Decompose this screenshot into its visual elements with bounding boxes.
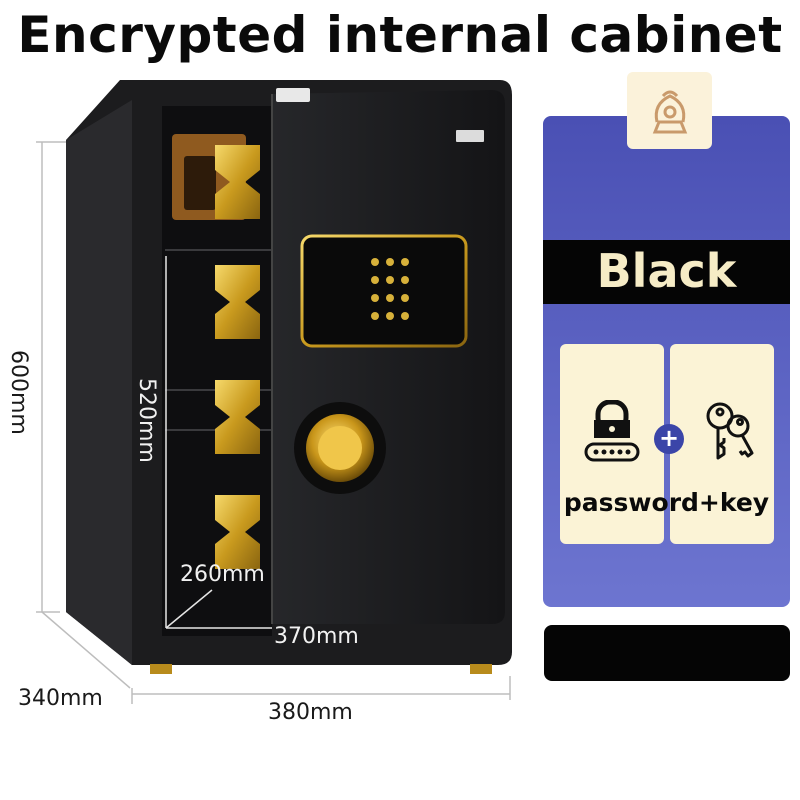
inner-height-label: 520mm <box>134 378 159 463</box>
outer-width-label: 380mm <box>268 700 353 725</box>
feature-label: password+key <box>563 488 770 517</box>
page-title: Encrypted internal cabinet <box>17 6 783 64</box>
outer-depth-label: 340mm <box>18 686 103 711</box>
plus-badge: + <box>654 424 684 454</box>
brand-logo <box>627 72 712 149</box>
keypad-lock-icon <box>584 400 640 462</box>
keys-icon <box>706 402 754 460</box>
color-option-band <box>543 240 790 304</box>
inner-width-label: 370mm <box>274 624 359 649</box>
color-option-label: Black <box>596 244 737 298</box>
password-card <box>560 344 664 544</box>
bottom-black-bar <box>544 625 790 681</box>
inner-depth-label: 260mm <box>180 562 265 587</box>
total-height-label: 600mm <box>6 350 31 435</box>
key-card <box>670 344 774 544</box>
